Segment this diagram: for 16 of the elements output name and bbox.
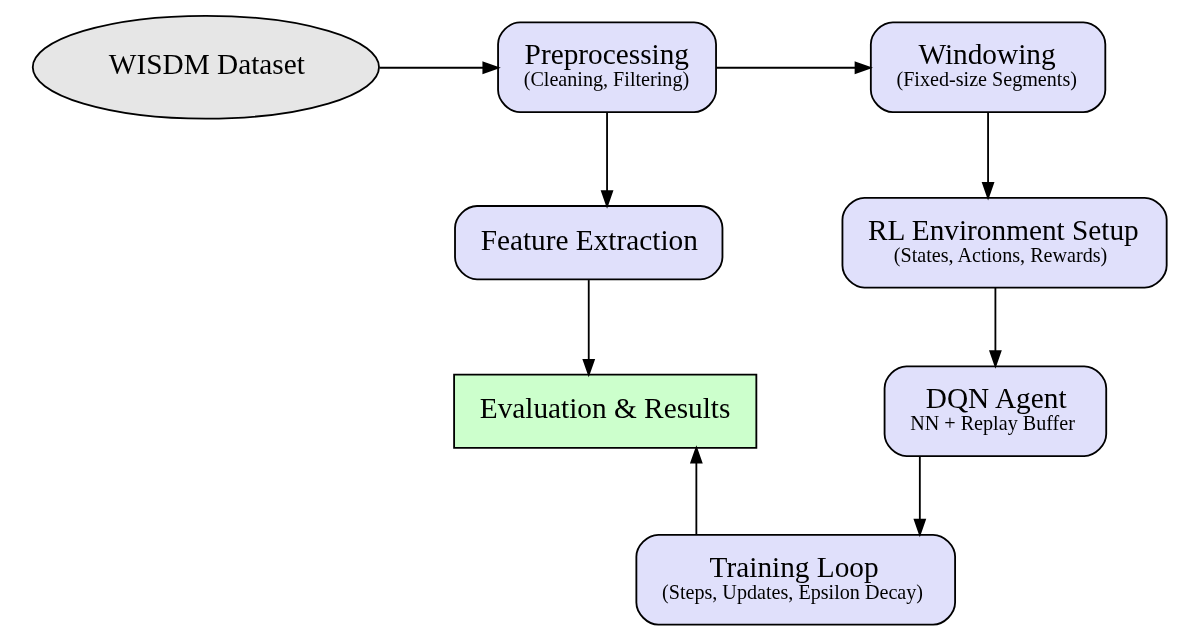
node-ellipse: WISDM Dataset [31, 14, 380, 120]
arrow [988, 286, 1002, 369]
arrow [714, 61, 873, 75]
node-box: Preprocessing (Cleaning, Filtering) [496, 21, 717, 113]
arrow [912, 455, 926, 538]
arrow [981, 111, 994, 201]
node-box: RL Environment Setup (States, Actions, Rewards) [841, 196, 1168, 289]
arrow [581, 279, 595, 378]
arrow [689, 445, 703, 536]
node-box: Windowing (Fixed-size Segments) [869, 21, 1106, 113]
arrow [378, 61, 501, 75]
arrow [600, 111, 613, 209]
node-box: DQN Agent NN + Replay Buffer [883, 365, 1107, 457]
node-box: Evaluation & Results [452, 373, 757, 449]
node-box: Training Loop (Steps, Updates, Epsilon Decay) [634, 533, 956, 626]
node-box: Feature Extraction [453, 205, 723, 281]
